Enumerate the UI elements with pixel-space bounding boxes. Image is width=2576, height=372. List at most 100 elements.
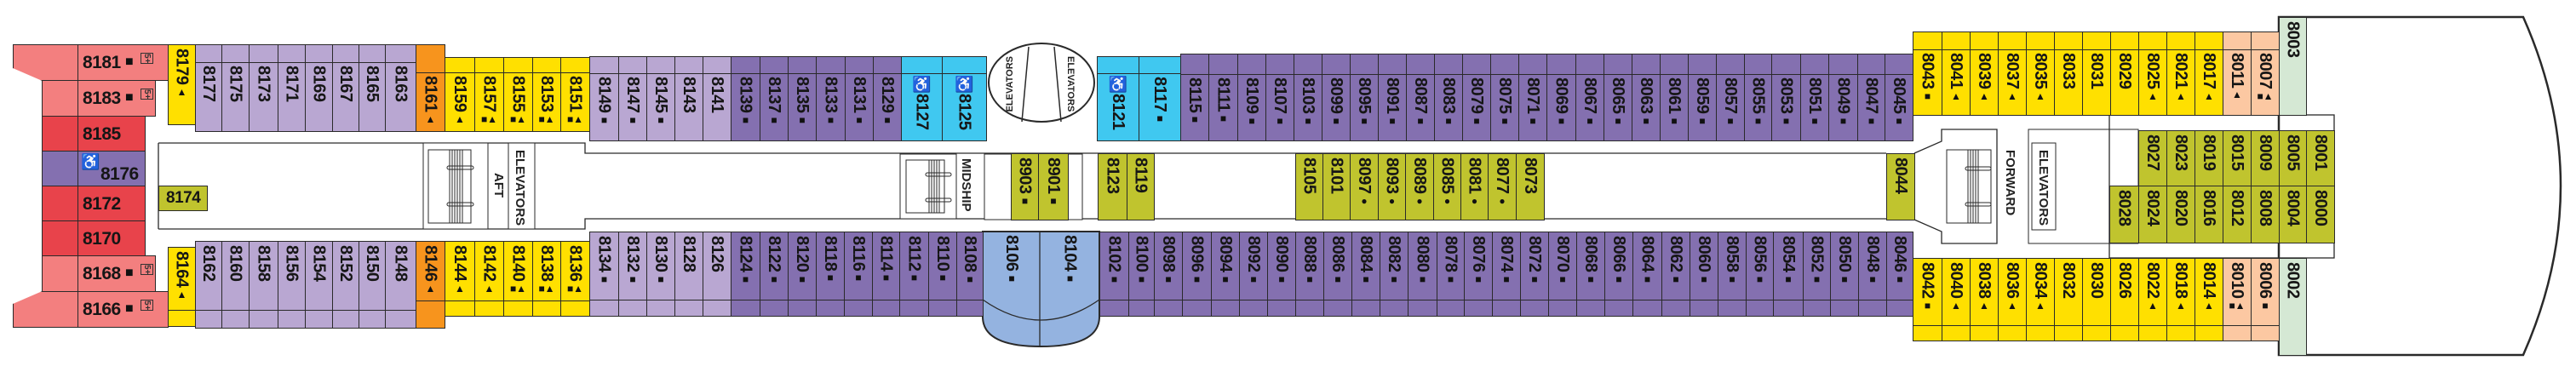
cabin-8016[interactable]: 8016 — [2194, 186, 2223, 243]
cabin-8001[interactable]: 8001 — [2306, 130, 2335, 186]
cabin-8171[interactable]: 8171 — [278, 44, 306, 132]
cabin-8093[interactable]: 8093● — [1378, 153, 1406, 220]
cabin-8144[interactable]: 8144▲ — [445, 241, 475, 317]
cabin-8058[interactable]: 8058■ — [1718, 232, 1747, 317]
cabin-8096[interactable]: 8096■ — [1182, 232, 1212, 317]
cabin-8084[interactable]: 8084■ — [1351, 232, 1380, 317]
cabin-8120[interactable]: 8120■ — [788, 232, 817, 317]
cabin-8167[interactable]: 8167 — [332, 44, 359, 132]
cabin-8099[interactable]: 8099■ — [1322, 54, 1351, 141]
cabin-8017[interactable]: 8017▲ — [2194, 31, 2223, 116]
cabin-8133[interactable]: 8133■ — [816, 56, 846, 141]
cabin-8006[interactable]: 8006■ — [2251, 258, 2280, 341]
cabin-8043[interactable]: 8043■ — [1913, 31, 1942, 116]
cabin-8009[interactable]: 8009 — [2251, 130, 2280, 186]
cabin-8014[interactable]: 8014▲ — [2194, 258, 2223, 341]
cabin-8150[interactable]: 8150 — [359, 241, 386, 329]
cabin-8091[interactable]: 8091■ — [1378, 54, 1407, 141]
cabin-8138[interactable]: 8138■▲ — [532, 241, 561, 317]
cabin-8163[interactable]: 8163 — [385, 44, 416, 132]
cabin-8901[interactable]: 8901■ — [1038, 153, 1069, 220]
cabin-8090[interactable]: 8090■ — [1267, 232, 1296, 317]
cabin-8008[interactable]: 8008 — [2251, 186, 2280, 243]
cabin-8176[interactable]: ♿8176 — [77, 151, 146, 186]
cabin-8067[interactable]: 8067■ — [1575, 54, 1604, 141]
cabin-8140[interactable]: 8140■▲ — [503, 241, 533, 317]
cabin-8082[interactable]: 8082■ — [1380, 232, 1408, 317]
cabin-8073[interactable]: 8073 — [1516, 153, 1545, 220]
cabin-8002[interactable]: 8002 — [2279, 258, 2307, 356]
cabin-8112[interactable]: 8112■ — [899, 232, 929, 317]
cabin-8012[interactable]: 8012 — [2223, 186, 2252, 243]
cabin-8044[interactable]: 8044 — [1886, 153, 1915, 220]
cabin-8134[interactable]: 8134■ — [589, 232, 619, 317]
cabin-8085[interactable]: 8085● — [1433, 153, 1461, 220]
cabin-8032[interactable]: 8032 — [2054, 258, 2083, 341]
cabin-8053[interactable]: 8053■ — [1771, 54, 1801, 141]
cabin-8158[interactable]: 8158 — [249, 241, 278, 329]
cabin-8109[interactable]: 8109■ — [1237, 54, 1266, 141]
cabin-8139[interactable]: 8139■ — [731, 56, 760, 141]
cabin-8143[interactable]: 8143 — [674, 56, 703, 141]
cabin-8130[interactable]: 8130■ — [646, 232, 675, 317]
cabin-8055[interactable]: 8055■ — [1744, 54, 1772, 141]
cabin-8124[interactable]: 8124■ — [731, 232, 760, 317]
cabin-8136[interactable]: 8136■▲ — [560, 241, 590, 317]
cabin-8183[interactable]: 8183■5+ — [77, 80, 156, 117]
cabin-8077[interactable]: 8077● — [1488, 153, 1517, 220]
cabin-8119[interactable]: 8119 — [1127, 153, 1155, 220]
cabin-8129[interactable]: 8129■ — [873, 56, 902, 141]
cabin-8116[interactable]: 8116■ — [844, 232, 873, 317]
cabin-8177[interactable]: 8177 — [195, 44, 222, 132]
cabin-8165[interactable]: 8165 — [359, 44, 386, 132]
cabin-8023[interactable]: 8023 — [2166, 130, 2195, 186]
cabin-8156[interactable]: 8156 — [278, 241, 306, 329]
cabin-8128[interactable]: 8128 — [674, 232, 703, 317]
cabin-8160[interactable]: 8160 — [221, 241, 250, 329]
cabin-8046[interactable]: 8046■ — [1886, 232, 1913, 317]
cabin-8066[interactable]: 8066■ — [1604, 232, 1633, 317]
cabin-8071[interactable]: 8071■ — [1518, 54, 1547, 141]
cabin-8151[interactable]: 8151■▲ — [560, 57, 590, 132]
cabin-8108[interactable]: 8108■ — [956, 232, 984, 317]
cabin-8007[interactable]: 8007■▲ — [2251, 31, 2280, 116]
cabin-8137[interactable]: 8137■ — [760, 56, 789, 141]
cabin-8181[interactable]: 8181■5+ — [77, 44, 169, 81]
cabin-8020[interactable]: 8020 — [2166, 186, 2195, 243]
cabin-8161[interactable]: 8161▲ — [416, 44, 445, 132]
cabin-8097[interactable]: 8097● — [1350, 153, 1379, 220]
cabin-8107[interactable]: 8107■ — [1265, 54, 1294, 141]
cabin-8056[interactable]: 8056■ — [1746, 232, 1774, 317]
cabin-8141[interactable]: 8141 — [703, 56, 731, 141]
cabin-8040[interactable]: 8040▲ — [1942, 258, 1971, 341]
cabin-8050[interactable]: 8050■ — [1830, 232, 1859, 317]
cabin-8086[interactable]: 8086■ — [1323, 232, 1352, 317]
cabin-8027[interactable]: 8027 — [2138, 130, 2167, 186]
cabin-8025[interactable]: 8025▲ — [2138, 31, 2167, 116]
cabin-8042[interactable]: 8042■ — [1913, 258, 1942, 341]
cabin-8062[interactable]: 8062■ — [1661, 232, 1690, 317]
cabin-8031[interactable]: 8031 — [2082, 31, 2111, 116]
cabin-8087[interactable]: 8087■ — [1406, 54, 1435, 141]
cabin-8127[interactable]: ♿8127 — [901, 56, 943, 141]
cabin-8021[interactable]: 8021▲ — [2166, 31, 2195, 116]
cabin-8162[interactable]: 8162 — [195, 241, 222, 329]
cabin-8003[interactable]: 8003 — [2279, 17, 2307, 116]
cabin-8061[interactable]: 8061■ — [1660, 54, 1689, 141]
cabin-8063[interactable]: 8063■ — [1632, 54, 1661, 141]
cabin-8098[interactable]: 8098■ — [1154, 232, 1183, 317]
cabin-8004[interactable]: 8004 — [2279, 186, 2307, 243]
cabin-8026[interactable]: 8026 — [2110, 258, 2139, 341]
cabin-8015[interactable]: 8015 — [2223, 130, 2252, 186]
cabin-8131[interactable]: 8131■ — [845, 56, 874, 141]
cabin-8111[interactable]: 8111■ — [1208, 54, 1238, 141]
cabin-8110[interactable]: 8110■ — [928, 232, 957, 317]
cabin-8166[interactable]: 8166■5+ — [77, 291, 169, 328]
cabin-8078[interactable]: 8078■ — [1437, 232, 1465, 317]
cabin-8115[interactable]: 8115■ — [1180, 54, 1209, 141]
cabin-8065[interactable]: 8065■ — [1604, 54, 1632, 141]
cabin-8005[interactable]: 8005 — [2279, 130, 2307, 186]
cabin-8028[interactable]: 8028 — [2109, 186, 2139, 243]
cabin-8147[interactable]: 8147■ — [618, 56, 647, 141]
cabin-8185[interactable]: 8185 — [77, 116, 146, 152]
